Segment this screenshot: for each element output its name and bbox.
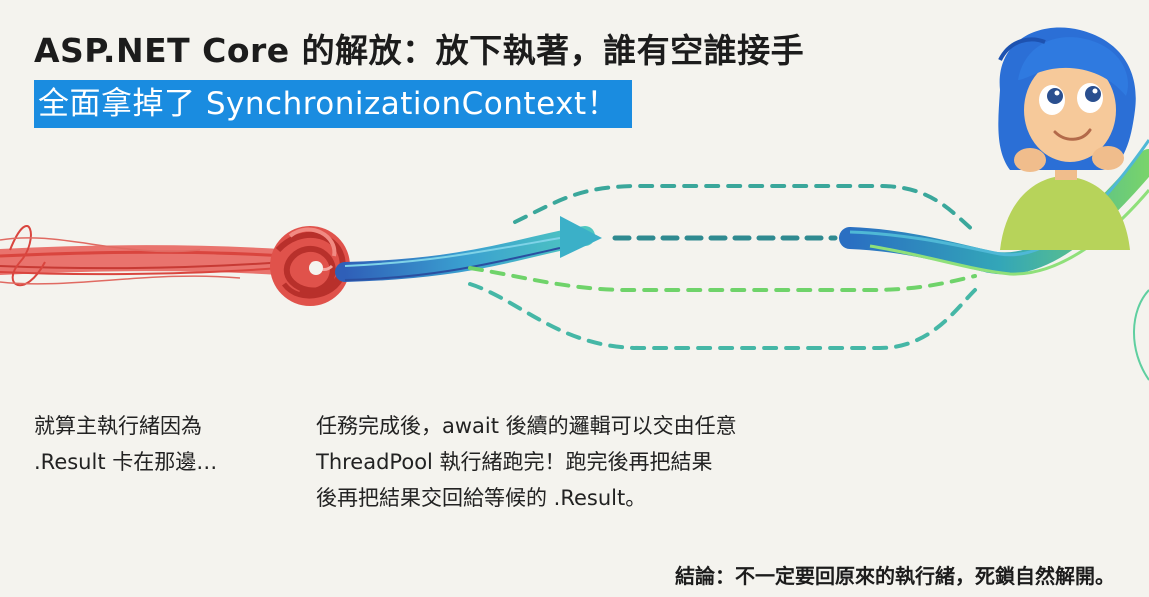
conclusion-text: 結論：不一定要回原來的執行緒，死鎖自然解開。 xyxy=(675,564,1115,588)
left-caption-line: 就算主執行緒因為 xyxy=(34,414,202,438)
left-caption-line: .Result 卡在那邊… xyxy=(34,450,218,474)
joy-character-icon xyxy=(998,27,1136,250)
right-caption-line: 後再把結果交回給等候的 .Result。 xyxy=(316,486,647,510)
slide-title: ASP.NET Core 的解放：放下執著，誰有空誰接手 xyxy=(34,31,805,70)
right-caption-line: ThreadPool 執行緒跑完！跑完後再把結果 xyxy=(316,450,713,474)
slide-subtitle: 全面拿掉了 SynchronizationContext！ xyxy=(34,80,633,128)
right-ribbon xyxy=(839,139,1149,381)
dashed-paths xyxy=(468,184,977,350)
right-caption-line: 任務完成後，await 後續的邏輯可以交由任意 xyxy=(316,414,737,438)
right-caption: 任務完成後，await 後續的邏輯可以交由任意 ThreadPool 執行緒跑完… xyxy=(316,408,737,516)
tangled-knot-icon xyxy=(270,226,350,306)
flow-arrow-icon xyxy=(335,216,602,282)
red-rope xyxy=(0,225,293,287)
left-caption: 就算主執行緒因為 .Result 卡在那邊… xyxy=(34,408,217,480)
